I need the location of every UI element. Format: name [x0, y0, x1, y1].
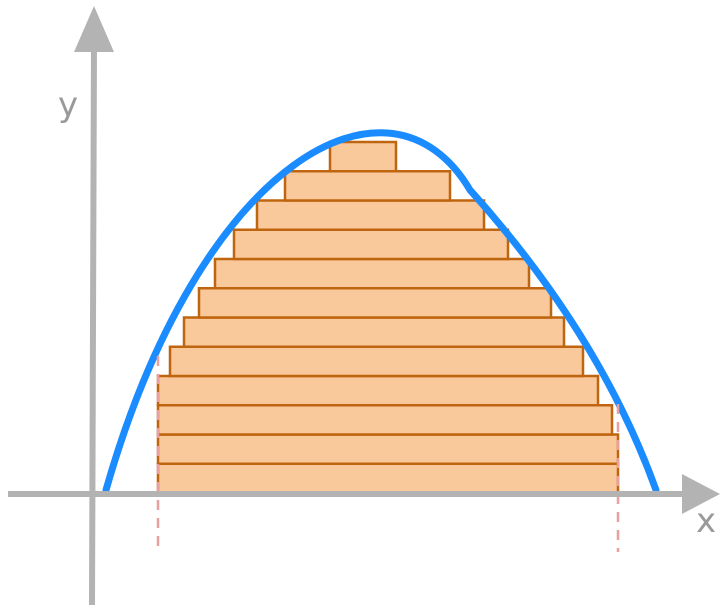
strip-11: [283, 170, 452, 202]
y-axis: [89, 41, 97, 606]
strip-7: [197, 287, 553, 319]
y-axis-arrowhead: [74, 6, 114, 52]
strip-1: [156, 462, 620, 495]
strip-2: [156, 433, 620, 465]
strip-6: [182, 316, 566, 348]
strip-12: [328, 140, 398, 173]
strip-5: [168, 345, 585, 378]
horizontal-strips: [156, 140, 620, 495]
strip-10: [255, 199, 486, 231]
strip-4: [156, 374, 600, 407]
strip-9: [232, 228, 510, 261]
parabola-curve: [102, 129, 660, 494]
strip-8: [213, 257, 531, 290]
x-axis-arrowhead: [682, 474, 720, 514]
x-axis-label: x: [696, 501, 716, 541]
y-axis-label: y: [58, 85, 78, 125]
strip-3: [156, 404, 614, 436]
